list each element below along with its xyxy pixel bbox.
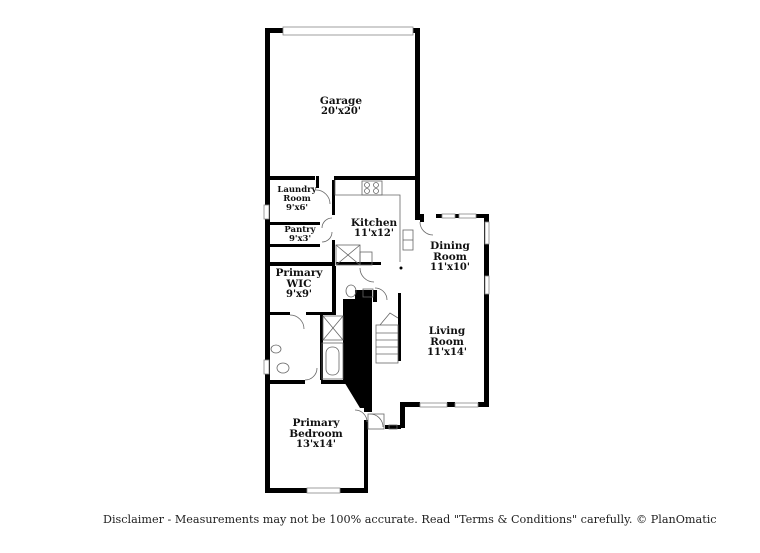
room-label-primary-wic: Primary WIC 9'x9' <box>275 267 323 301</box>
fixtures <box>270 180 434 430</box>
ceiling-marker <box>399 266 403 270</box>
disclaimer-text: Disclaimer - Measurements may not be 100… <box>103 513 717 526</box>
room-label-garage: Garage 20'x20' <box>319 95 363 118</box>
windows <box>263 26 490 494</box>
room-label-primary-bedroom: Primary Bedroom 13'x14' <box>289 417 343 451</box>
room-label-dining: Dining Room 11'x10' <box>430 240 470 274</box>
room-label-pantry: Pantry 9'x3' <box>284 225 316 244</box>
room-label-living: Living Room 11'x14' <box>427 325 467 359</box>
room-label-kitchen: Kitchen 11'x12' <box>350 217 398 240</box>
room-label-laundry: Laundry Room 9'x6' <box>277 185 317 213</box>
